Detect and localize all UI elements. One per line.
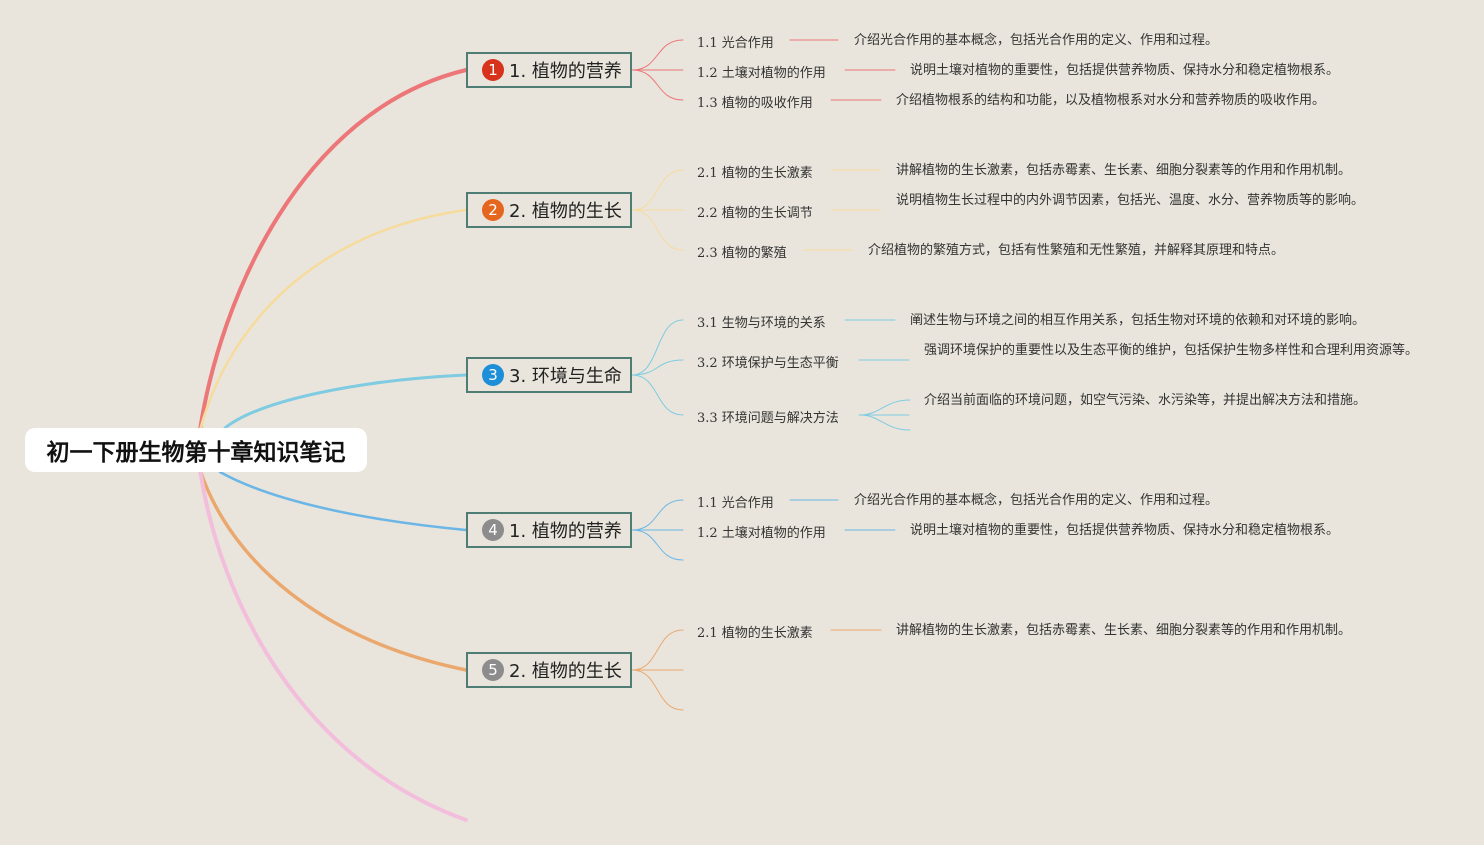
sub-connector-3-3 xyxy=(631,374,684,416)
subtopic-1-2-desc[interactable]: 说明土壤对植物的重要性，包括提供营养物质、保持水分和稳定植物根系。 xyxy=(910,63,1340,78)
subtopic-3-3[interactable]: 3.3 环境问题与解决方法 xyxy=(697,411,839,426)
subtopic-1-1[interactable]: 1.1 光合作用 xyxy=(697,36,774,51)
subtopic-2-1[interactable]: 2.1 植物的生长激素 xyxy=(697,166,813,181)
subtopic-1-2[interactable]: 1.2 土壤对植物的作用 xyxy=(697,66,826,81)
branch-line-6 xyxy=(198,468,468,822)
subtopic-2-2[interactable]: 2.2 植物的生长调节 xyxy=(697,206,813,221)
priority-2-icon: 2 xyxy=(482,199,504,221)
topic-label: 1. 植物的营养 xyxy=(509,521,622,542)
subtopic-3-2-desc[interactable]: 强调环境保护的重要性以及生态平衡的维护，包括保护生物多样性和合理利用资源等。 xyxy=(924,343,1419,358)
sub-connector-4-3 xyxy=(631,529,684,561)
sub-connector-3-1 xyxy=(631,319,684,376)
branch-line-3 xyxy=(223,373,468,430)
topic-4[interactable]: 4 1. 植物的营养 xyxy=(466,512,632,548)
priority-4-icon: 4 xyxy=(482,519,504,541)
topic-label: 2. 植物的生长 xyxy=(509,201,622,222)
priority-1-icon: 1 xyxy=(482,59,504,81)
sub-connector-4-1 xyxy=(631,499,684,531)
priority-5-icon: 5 xyxy=(482,659,504,681)
topic-1[interactable]: 1 1. 植物的营养 xyxy=(466,52,632,88)
sub-connector-5-1 xyxy=(631,629,684,671)
branch-line-2 xyxy=(198,208,468,432)
subtopic-1-3-desc[interactable]: 介绍植物根系的结构和功能，以及植物根系对水分和营养物质的吸收作用。 xyxy=(896,93,1326,108)
root-topic[interactable]: 初一下册生物第十章知识笔记 xyxy=(25,428,367,472)
subtopic-2-2-desc[interactable]: 说明植物生长过程中的内外调节因素，包括光、温度、水分、营养物质等的影响。 xyxy=(896,193,1365,208)
branch-line-5 xyxy=(198,468,468,672)
topic-label: 3. 环境与生命 xyxy=(509,366,622,387)
sub-connector-2-1 xyxy=(631,169,684,211)
sub-connector-2-3 xyxy=(631,209,684,251)
branch-line-1 xyxy=(198,68,468,432)
subtopic-4-1-desc[interactable]: 介绍光合作用的基本概念，包括光合作用的定义、作用和过程。 xyxy=(854,493,1219,508)
subtopic-2-3-desc[interactable]: 介绍植物的繁殖方式，包括有性繁殖和无性繁殖，并解释其原理和特点。 xyxy=(868,243,1285,258)
subtopic-1-1-desc[interactable]: 介绍光合作用的基本概念，包括光合作用的定义、作用和过程。 xyxy=(854,33,1219,48)
branch-line-4 xyxy=(218,470,468,532)
subtopic-2-1-desc[interactable]: 讲解植物的生长激素，包括赤霉素、生长素、细胞分裂素等的作用和作用机制。 xyxy=(896,163,1352,178)
subtopic-3-1-desc[interactable]: 阐述生物与环境之间的相互作用关系，包括生物对环境的依赖和对环境的影响。 xyxy=(910,313,1366,328)
subtopic-3-2[interactable]: 3.2 环境保护与生态平衡 xyxy=(697,356,839,371)
desc-connector-3-3-b xyxy=(859,414,911,431)
sub-connector-5-3 xyxy=(631,669,684,711)
priority-3-icon: 3 xyxy=(482,364,504,386)
topic-5[interactable]: 5 2. 植物的生长 xyxy=(466,652,632,688)
topic-label: 2. 植物的生长 xyxy=(509,661,622,682)
sub-connector-1-3 xyxy=(631,69,684,101)
sub-connector-1-1 xyxy=(631,39,684,71)
subtopic-1-3[interactable]: 1.3 植物的吸收作用 xyxy=(697,96,813,111)
subtopic-5-1[interactable]: 2.1 植物的生长激素 xyxy=(697,626,813,641)
topic-label: 1. 植物的营养 xyxy=(509,61,622,82)
subtopic-3-3-desc[interactable]: 介绍当前面临的环境问题，如空气污染、水污染等，并提出解决方法和措施。 xyxy=(924,393,1367,408)
subtopic-2-3[interactable]: 2.3 植物的繁殖 xyxy=(697,246,787,261)
topic-2[interactable]: 2 2. 植物的生长 xyxy=(466,192,632,228)
subtopic-5-1-desc[interactable]: 讲解植物的生长激素，包括赤霉素、生长素、细胞分裂素等的作用和作用机制。 xyxy=(896,623,1352,638)
desc-connector-3-3-a xyxy=(859,399,911,416)
subtopic-4-1[interactable]: 1.1 光合作用 xyxy=(697,496,774,511)
topic-3[interactable]: 3 3. 环境与生命 xyxy=(466,357,632,393)
sub-connector-3-2 xyxy=(631,359,684,376)
subtopic-3-1[interactable]: 3.1 生物与环境的关系 xyxy=(697,316,826,331)
subtopic-4-2-desc[interactable]: 说明土壤对植物的重要性，包括提供营养物质、保持水分和稳定植物根系。 xyxy=(910,523,1340,538)
subtopic-4-2[interactable]: 1.2 土壤对植物的作用 xyxy=(697,526,826,541)
